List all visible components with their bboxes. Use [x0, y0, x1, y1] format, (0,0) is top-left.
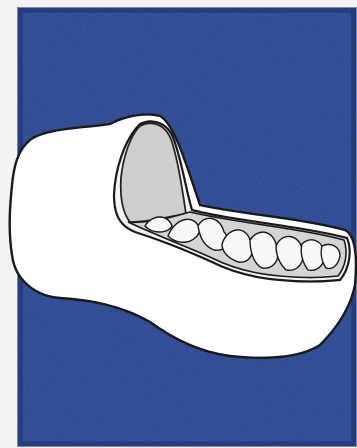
mitochondrion-illustration: [0, 0, 357, 448]
illustration-canvas: [0, 0, 357, 448]
